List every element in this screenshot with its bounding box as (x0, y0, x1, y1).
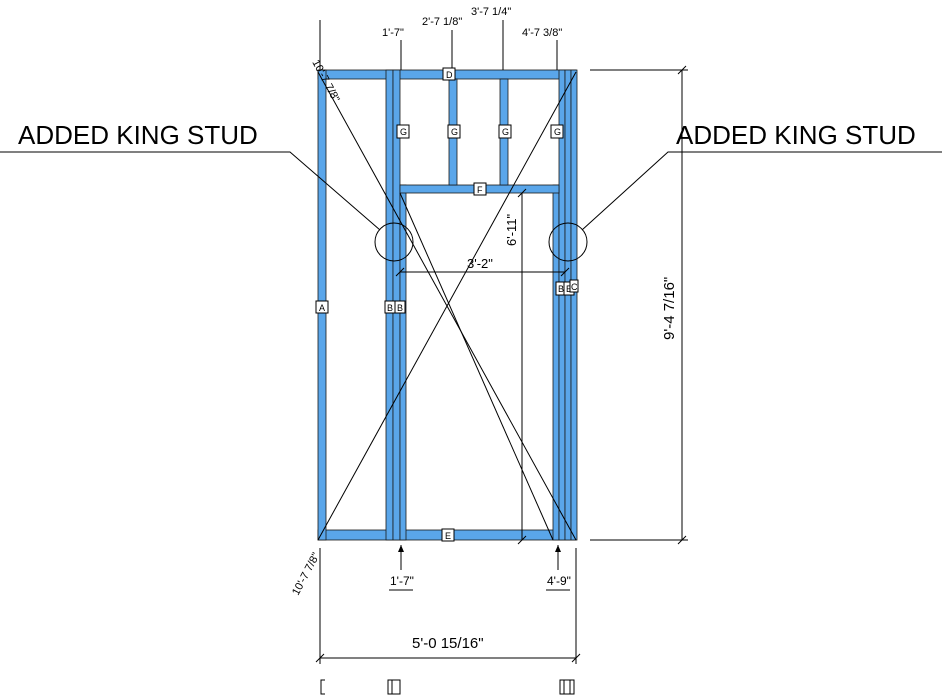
callout-circle-left (374, 222, 414, 262)
tag-D: D (442, 67, 456, 81)
tag-G2: G (447, 124, 461, 139)
header-tick-top (517, 188, 527, 198)
svg-text:F: F (477, 185, 483, 195)
tag-B2: B (394, 300, 406, 314)
header-tick-bottom (517, 535, 527, 545)
symbol-box-2 (559, 679, 575, 695)
dim-header-height: 6'-11" (504, 213, 519, 246)
svg-text:A: A (319, 303, 325, 313)
callout-leader-left (0, 151, 381, 231)
tag-C: C (569, 279, 579, 293)
dim-overall-width: 5'-0 15/16" (412, 635, 484, 652)
tag-G3: G (498, 124, 512, 139)
svg-text:D: D (446, 70, 453, 80)
height-tick-bottom (677, 535, 687, 545)
added-king-stud-right (552, 184, 560, 541)
tag-B1: B (384, 300, 396, 314)
tag-E: E (441, 528, 455, 542)
king-stud-right (564, 69, 572, 541)
dim-top-2: 2'-7 1/8" (422, 16, 462, 28)
svg-text:B: B (397, 303, 403, 313)
svg-text:B: B (566, 284, 572, 294)
svg-text:G: G (400, 127, 407, 137)
svg-text:E: E (445, 531, 451, 541)
opening-tick-left (395, 267, 405, 277)
dimension-lines (315, 20, 688, 664)
svg-text:G: G (502, 127, 509, 137)
tag-G4: G (550, 124, 564, 139)
svg-text:G: G (554, 127, 561, 137)
bottom-symbols (320, 679, 575, 695)
dim-top-1: 1'-7" (382, 27, 404, 39)
end-stud-right (570, 69, 578, 541)
callout-circle-right (548, 222, 588, 262)
dim-opening-width: 3'-2" (467, 256, 493, 271)
tag-F: F (473, 182, 487, 196)
symbol-bracket (320, 679, 325, 695)
callout-leader-right (581, 151, 942, 231)
dim-diag-bottom: 10'-7 7/8" (290, 551, 322, 598)
member-tags: A B B B B C D E (315, 67, 579, 542)
tag-G1: G (396, 124, 410, 139)
opening-cross-1 (399, 192, 554, 541)
tag-A: A (315, 300, 329, 314)
svg-text:B: B (558, 284, 564, 294)
opening-tick-right (560, 267, 570, 277)
dim-bottom-2: 4'-9" (547, 574, 571, 588)
dim-top-4: 4'-7 3/8" (522, 27, 562, 39)
svg-text:B: B (387, 303, 393, 313)
bottom-arrowhead-2 (555, 545, 561, 552)
dim-top-3: 3'-7 1/4" (471, 6, 511, 18)
dim-bottom-1: 1'-7" (390, 574, 414, 588)
jack-stud-right (558, 69, 566, 541)
svg-text:C: C (571, 282, 578, 292)
width-tick-right (571, 653, 581, 663)
callouts: ADDED KING STUD ADDED KING STUD (0, 120, 942, 262)
dim-overall-height: 9'-4 7/16" (661, 277, 678, 340)
bottom-arrowhead-1 (398, 545, 404, 552)
callout-label-right: ADDED KING STUD (676, 120, 916, 150)
height-tick-top (677, 65, 687, 75)
callout-label-left: ADDED KING STUD (18, 120, 258, 150)
svg-text:G: G (451, 127, 458, 137)
added-king-stud-left (399, 184, 407, 541)
cross-line-2 (317, 71, 577, 541)
cross-lines (317, 71, 577, 541)
symbol-box-1 (387, 679, 401, 695)
width-tick-left (315, 653, 325, 663)
dimension-labels: 1'-7" 2'-7 1/8" 3'-7 1/4" 4'-7 3/8" 10'-… (290, 6, 678, 652)
